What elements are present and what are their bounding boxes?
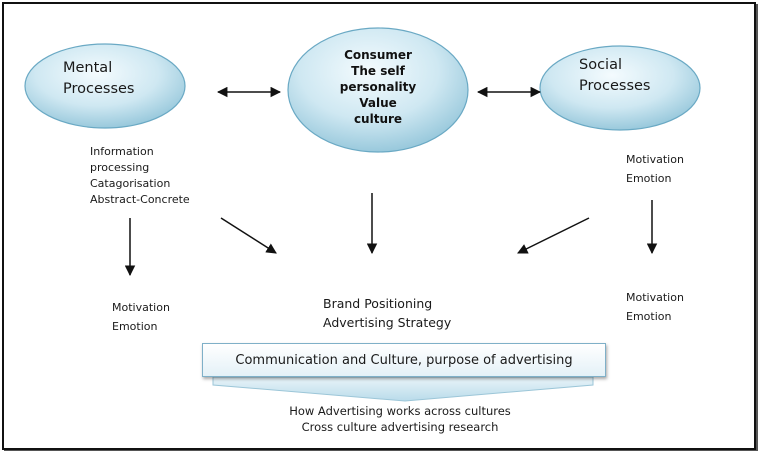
mental-processes-ellipse	[24, 43, 186, 129]
left-diagonal-arrow	[220, 217, 277, 254]
outcome-label: How Advertising works across cultures Cr…	[289, 404, 511, 434]
communication-culture-box: Communication and Culture, purpose of ad…	[202, 343, 606, 377]
communication-culture-label: Communication and Culture, purpose of ad…	[235, 352, 573, 368]
right-diagonal-arrow	[517, 217, 590, 254]
brand-positioning-label: Brand Positioning Advertising Strategy	[323, 296, 452, 330]
right-bottom-motivation-emotion: Motivation Emotion	[626, 291, 684, 323]
mental-process-details: Information processing Catagorisation Ab…	[90, 145, 190, 206]
left-motivation-emotion: Motivation Emotion	[112, 301, 170, 333]
consumer-label: Consumer The self personality Value cult…	[339, 48, 417, 126]
consumer-ellipse	[287, 27, 469, 153]
social-processes-label: Social Processes	[579, 57, 651, 94]
right-top-motivation-emotion: Motivation Emotion	[626, 153, 684, 185]
outcome-banner-arrow	[212, 376, 594, 402]
mental-processes-label: Mental Processes	[63, 60, 135, 97]
